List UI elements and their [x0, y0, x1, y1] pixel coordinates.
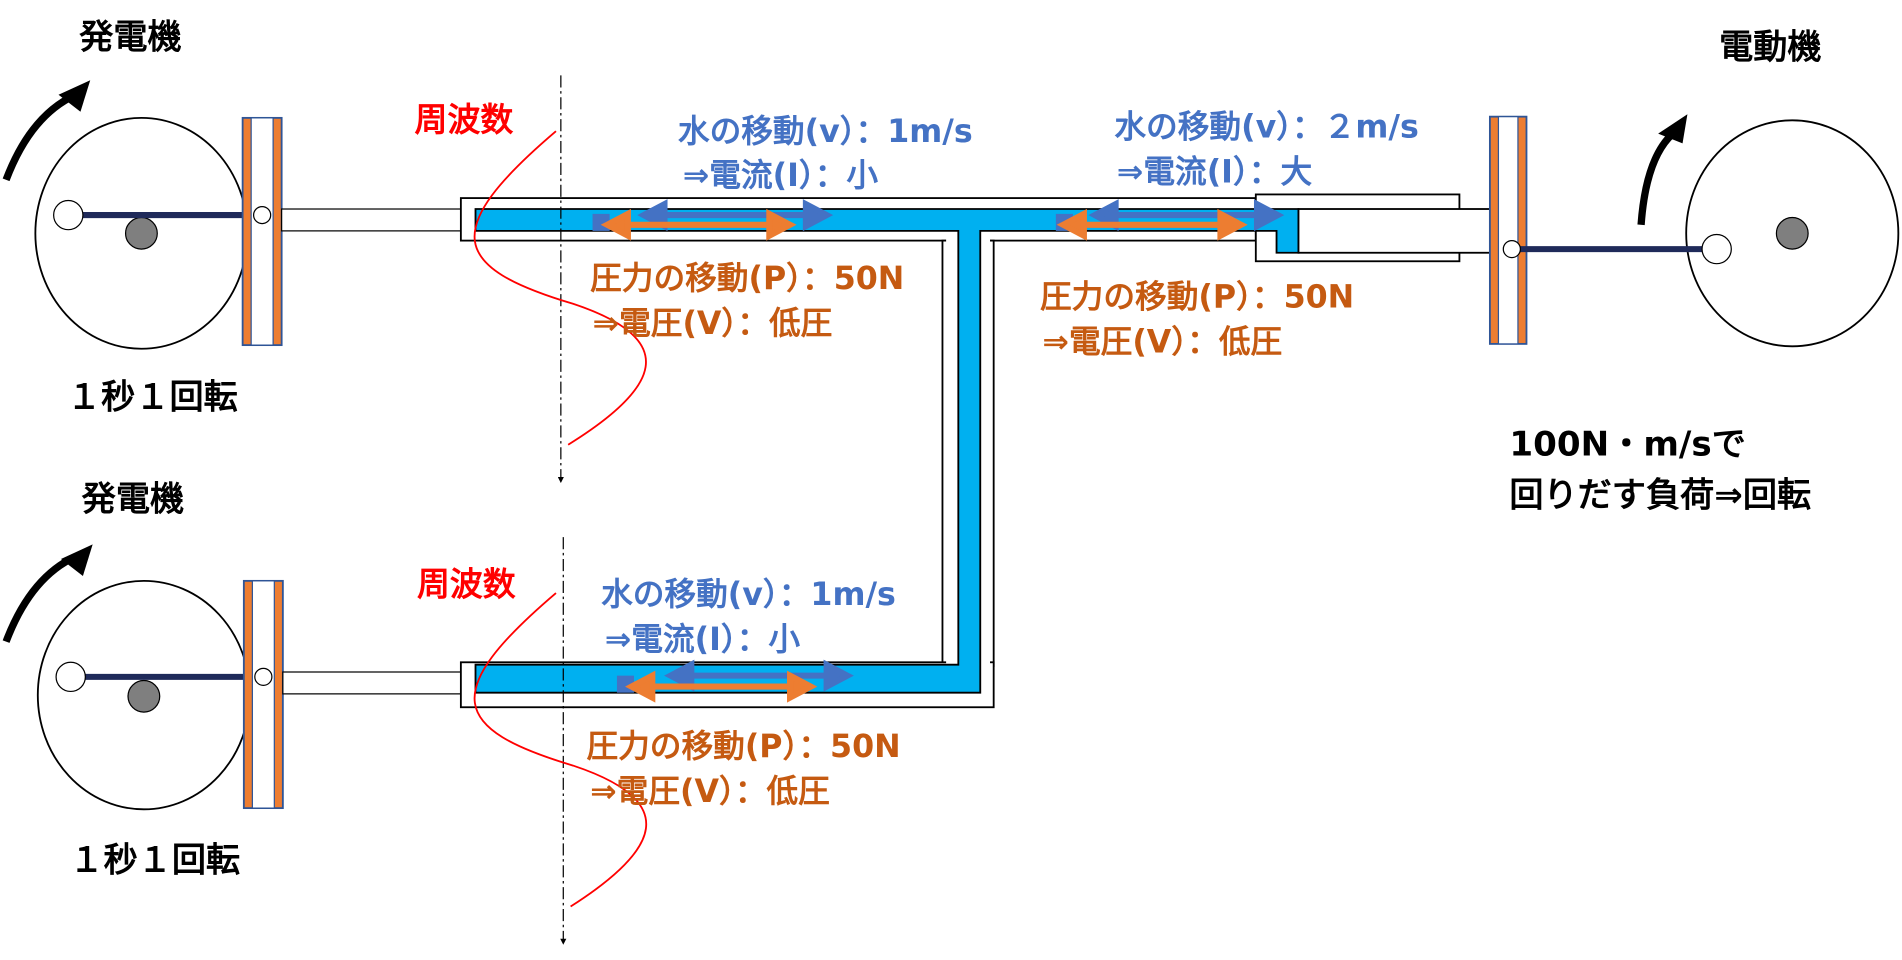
water-label-top-right: 水の移動(v）：２m/s — [1114, 109, 1418, 145]
frequency-label-top: 周波数 — [415, 100, 514, 139]
pressure-label-top-left: 圧力の移動(P）：50N — [590, 261, 904, 297]
piston-rod — [281, 208, 477, 232]
current-label-top-left: ⇒電流(I）：小 — [683, 158, 879, 194]
motor-title: 電動機 — [1719, 27, 1821, 67]
voltage-label-top-left: ⇒電圧(V）：低圧 — [593, 306, 833, 342]
rotation-arrowhead-icon — [1658, 114, 1688, 144]
current-label-bottom: ⇒電流(I）：小 — [605, 622, 801, 658]
motor-piston-rod — [1297, 208, 1491, 254]
water-label-top-left: 水の移動(v）：1m/s — [678, 114, 973, 150]
pressure-label-top-right: 圧力の移動(P）：50N — [1040, 279, 1354, 315]
crank-pin — [1701, 233, 1732, 265]
rotation-arrowhead-icon — [60, 544, 93, 576]
pipe-network — [459, 193, 1491, 709]
voltage-label-bottom: ⇒電圧(V）：低圧 — [590, 774, 830, 810]
piston-rod — [282, 671, 477, 695]
hub — [1775, 216, 1809, 250]
water-label-bottom: 水の移動(v）：1m/s — [601, 577, 896, 613]
frequency-wave-top — [473, 130, 647, 446]
motor — [1488, 114, 1900, 348]
generator-top-caption: １秒１回転 — [67, 377, 238, 417]
generator-bottom — [2, 544, 477, 811]
pressure-arrow-bottom — [625, 670, 818, 703]
hub — [127, 679, 161, 713]
motor-load-line1: 100N・m/sで — [1509, 425, 1745, 465]
pressure-arrow-top-right — [1056, 208, 1248, 241]
generator-top — [2, 80, 477, 350]
crank-pin — [55, 661, 86, 693]
flow-arrow-top-left — [592, 199, 834, 232]
motor-load-line2: 回りだす負荷⇒回転 — [1509, 476, 1811, 516]
generator-bottom-caption: １秒１回転 — [69, 840, 240, 880]
pressure-arrow-top-left — [600, 208, 797, 241]
voltage-label-top-right: ⇒電圧(V）：低圧 — [1042, 324, 1282, 360]
rotation-arrowhead-icon — [58, 80, 91, 112]
pressure-label-bottom: 圧力の移動(P）：50N — [586, 729, 900, 765]
flow-arrows — [592, 199, 1285, 703]
frequency-label-bottom: 周波数 — [417, 564, 516, 603]
flow-arrow-top-right — [1055, 199, 1285, 232]
hub — [124, 216, 158, 250]
rotation-arrow-icon — [1637, 130, 1676, 226]
crank-pin — [53, 199, 84, 231]
generator-bottom-title: 発電機 — [82, 479, 184, 519]
current-label-top-right: ⇒電流(I）：大 — [1117, 154, 1313, 190]
frequency-wave-bottom — [473, 592, 648, 908]
flow-arrow-bottom — [616, 659, 854, 693]
generator-top-title: 発電機 — [79, 18, 181, 58]
